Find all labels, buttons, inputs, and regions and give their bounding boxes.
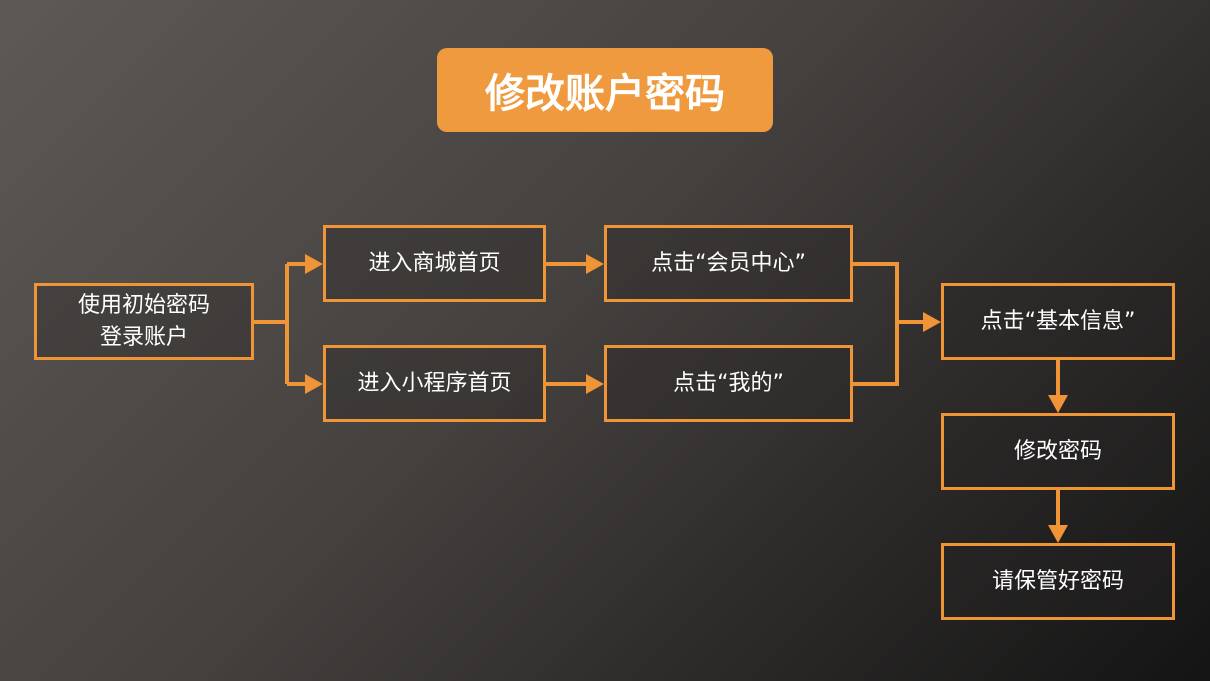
node-keep-password: 请保管好密码 — [941, 543, 1175, 620]
node-mine: 点击“我的” — [604, 345, 853, 422]
node-member-center: 点击“会员中心” — [604, 225, 853, 302]
node-miniapp-home: 进入小程序首页 — [323, 345, 546, 422]
node-basic-info: 点击“基本信息” — [941, 283, 1175, 360]
connector-start-split — [254, 262, 305, 386]
node-change-password: 修改密码 — [941, 413, 1175, 490]
arrow-icon — [1048, 395, 1068, 413]
node-start-line1: 使用初始密码 — [77, 292, 210, 318]
node-start: 使用初始密码 登录账户 — [34, 283, 254, 360]
page-title: 修改账户密码 — [437, 48, 773, 132]
connector-merge — [853, 262, 923, 386]
arrow-icon — [1048, 525, 1068, 543]
arrow-icon — [923, 312, 941, 332]
arrow-icon — [586, 374, 604, 394]
arrow-icon — [586, 254, 604, 274]
arrow-icon — [305, 254, 323, 274]
arrow-icon — [305, 374, 323, 394]
node-start-line2: 登录账户 — [99, 324, 188, 350]
node-mall-home: 进入商城首页 — [323, 225, 546, 302]
